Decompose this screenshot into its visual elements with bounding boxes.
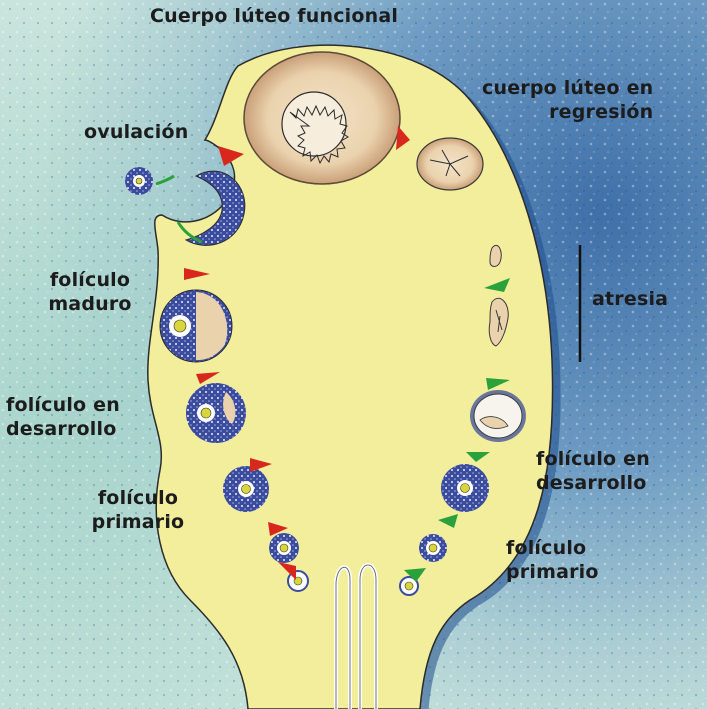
label-developing-left: folículo en desarrollo bbox=[6, 393, 120, 441]
diagram-title: Cuerpo lúteo funcional bbox=[150, 4, 398, 28]
corpus-luteum-regressing bbox=[417, 138, 483, 190]
corpus-luteum-functional bbox=[244, 52, 400, 184]
primary-follicle-right bbox=[419, 534, 447, 562]
developing-follicle-left bbox=[186, 383, 246, 443]
label-atresia: atresia bbox=[592, 287, 668, 311]
developing-follicle-right bbox=[441, 464, 489, 512]
atretic-follicle-early bbox=[470, 390, 526, 442]
label-developing-right: folículo en desarrollo bbox=[536, 447, 650, 495]
primary-follicle-left bbox=[269, 533, 299, 563]
label-regression: cuerpo lúteo en regresión bbox=[482, 76, 653, 124]
secondary-follicle-left bbox=[223, 466, 269, 512]
mature-follicle bbox=[160, 290, 232, 362]
label-primary-right: folículo primario bbox=[506, 536, 599, 584]
released-oocyte bbox=[125, 167, 153, 195]
label-mature-follicle: folículo maduro bbox=[38, 268, 142, 316]
label-ovulation: ovulación bbox=[84, 120, 188, 144]
label-primary-left: folículo primario bbox=[82, 486, 194, 534]
